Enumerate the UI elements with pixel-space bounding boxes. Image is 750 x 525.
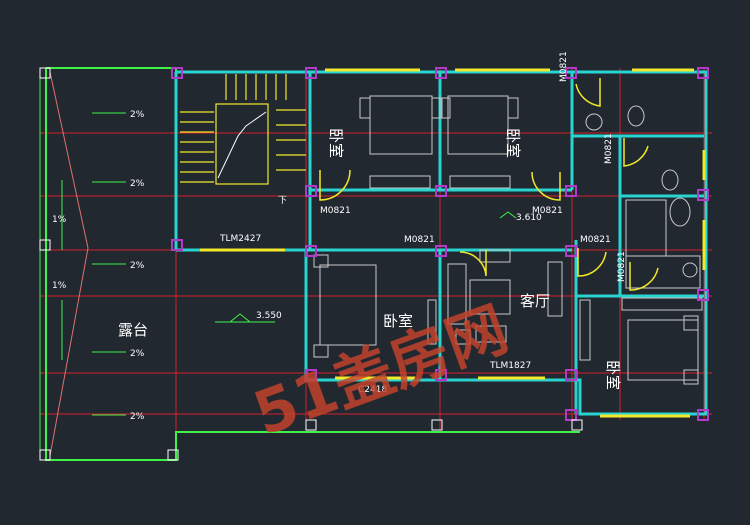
tag-door-top-left: M0821 bbox=[320, 206, 351, 216]
axis-markers bbox=[39, 67, 583, 461]
tag-door-top-right: M0821 bbox=[532, 206, 563, 216]
slope-label-1: 2% bbox=[130, 110, 145, 120]
tag-stair-window: TLM2427 bbox=[219, 234, 261, 244]
tag-door-bath-mid: M0821 bbox=[604, 133, 614, 164]
watermark-logo: 51盖房网 bbox=[245, 294, 517, 450]
tag-door-center: M0821 bbox=[404, 235, 435, 245]
slope-label-4: 2% bbox=[130, 349, 145, 359]
room-label-terrace: 露台 bbox=[118, 321, 148, 339]
terrace-slope-lines bbox=[49, 71, 89, 457]
stairwell bbox=[180, 74, 306, 185]
room-label-bedroom-top-left: 卧室 bbox=[327, 128, 345, 158]
walls bbox=[174, 70, 708, 416]
slope-label-6: 1% bbox=[52, 215, 67, 225]
furniture bbox=[313, 95, 703, 385]
slope-label-2: 2% bbox=[130, 179, 145, 189]
windows bbox=[200, 68, 706, 418]
slope-label-7: 1% bbox=[52, 281, 67, 291]
doors bbox=[319, 78, 659, 291]
tag-door-bath-low: M0821 bbox=[617, 251, 627, 282]
tag-sliding-door: TLM1827 bbox=[489, 361, 531, 371]
room-label-living-room: 客厅 bbox=[520, 292, 550, 310]
tag-door-bath-top: M0821 bbox=[559, 51, 569, 82]
tag-door-right: M0821 bbox=[580, 235, 611, 245]
slope-label-3: 2% bbox=[130, 261, 145, 271]
level-label-2: 3.610 bbox=[516, 213, 542, 223]
room-label-bedroom-top-right: 卧室 bbox=[504, 128, 522, 158]
level-label-1: 3.550 bbox=[256, 311, 282, 321]
axis-grid bbox=[40, 68, 712, 460]
room-label-bedroom-right: 卧室 bbox=[604, 360, 622, 390]
slope-arrows bbox=[61, 112, 126, 416]
tag-window-bottom: C2418 bbox=[358, 385, 387, 395]
slope-label-5: 2% bbox=[130, 412, 145, 422]
stair-down-label: 下 bbox=[278, 196, 287, 206]
level-marks bbox=[215, 211, 517, 323]
columns bbox=[171, 67, 709, 421]
room-label-bedroom-center: 卧室 bbox=[383, 312, 413, 330]
